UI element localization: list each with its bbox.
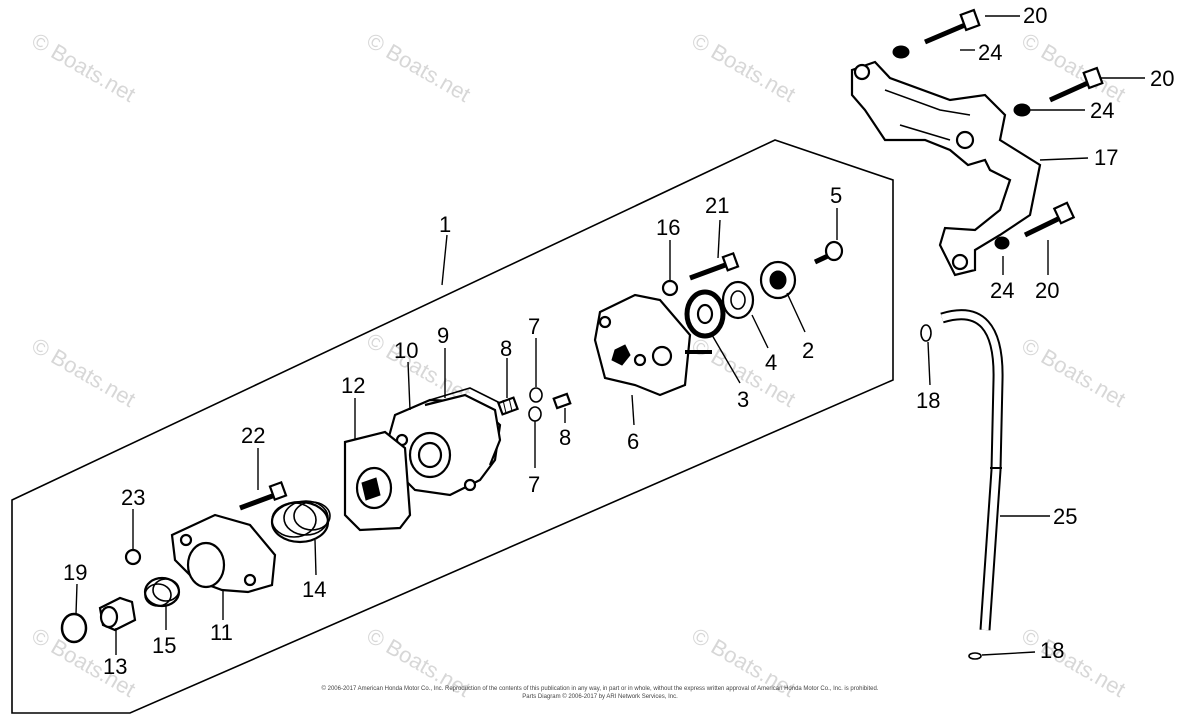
callout-24-lower: 24 bbox=[990, 278, 1014, 303]
callout-5: 5 bbox=[830, 183, 842, 208]
callout-6: 6 bbox=[627, 429, 639, 454]
screw-5 bbox=[813, 240, 844, 265]
nut-23 bbox=[124, 548, 142, 566]
callout-11: 11 bbox=[210, 620, 233, 645]
bolt-22 bbox=[239, 480, 288, 511]
callout-20-middle: 20 bbox=[1150, 66, 1174, 91]
watermark: © Boats.net bbox=[688, 28, 800, 107]
watermark: © Boats.net bbox=[28, 28, 140, 107]
callout-18-upper: 18 bbox=[916, 388, 940, 413]
diaphragm-12 bbox=[343, 430, 412, 532]
assembly-boundary bbox=[11, 139, 894, 714]
callout-8-upper: 8 bbox=[500, 336, 512, 361]
clip-18-upper bbox=[920, 324, 932, 342]
callout-1: 1 bbox=[439, 212, 451, 237]
callout-20-top: 20 bbox=[1023, 3, 1047, 28]
nut-16 bbox=[661, 279, 679, 297]
washer-24-middle bbox=[1013, 103, 1031, 117]
callout-16: 16 bbox=[656, 215, 680, 240]
callout-25: 25 bbox=[1053, 504, 1077, 529]
cap-13 bbox=[98, 596, 137, 632]
ring-4 bbox=[721, 280, 755, 320]
callout-9: 9 bbox=[437, 323, 449, 348]
callout-15: 15 bbox=[152, 633, 176, 658]
spring-8-left bbox=[497, 396, 519, 416]
leader-lines bbox=[75, 15, 1145, 656]
watermark: © Boats.net bbox=[363, 328, 475, 407]
copyright-footer: © 2006-2017 American Honda Motor Co., In… bbox=[322, 685, 879, 700]
pump-plate-6 bbox=[593, 293, 712, 397]
o-ring-19 bbox=[60, 612, 88, 644]
callout-2: 2 bbox=[802, 338, 814, 363]
callout-13: 13 bbox=[103, 654, 127, 679]
watermark: © Boats.net bbox=[363, 28, 475, 107]
callout-labels: 1 2 3 4 5 6 7 7 8 8 9 10 11 12 13 14 15 … bbox=[63, 3, 1174, 679]
callout-14: 14 bbox=[302, 577, 326, 602]
cap-2 bbox=[759, 260, 797, 300]
hose-inner bbox=[940, 311, 1002, 631]
bolt-20-lower bbox=[1023, 201, 1076, 238]
callout-7-lower: 7 bbox=[528, 472, 540, 497]
clip-18-lower bbox=[968, 652, 982, 660]
callout-3: 3 bbox=[737, 387, 749, 412]
watermark: © Boats.net bbox=[1018, 333, 1130, 412]
bolt-21 bbox=[689, 251, 740, 281]
washer-24-top bbox=[892, 45, 910, 59]
washer-24-lower bbox=[994, 236, 1010, 250]
callout-21: 21 bbox=[705, 193, 729, 218]
spring-14 bbox=[270, 500, 331, 544]
callout-19: 19 bbox=[63, 560, 87, 585]
spring-8-right bbox=[552, 392, 572, 410]
gasket-9 bbox=[424, 387, 502, 466]
bolt-20-middle bbox=[1048, 66, 1104, 103]
watermark: © Boats.net bbox=[1018, 28, 1130, 107]
o-ring-7-upper bbox=[529, 387, 543, 403]
callout-4: 4 bbox=[765, 350, 777, 375]
callout-12: 12 bbox=[341, 373, 365, 398]
spring-15 bbox=[143, 576, 181, 608]
watermark: © Boats.net bbox=[28, 333, 140, 412]
copyright-line-1: © 2006-2017 American Honda Motor Co., In… bbox=[322, 685, 879, 692]
callout-7-upper: 7 bbox=[528, 314, 540, 339]
callout-24-top: 24 bbox=[978, 40, 1002, 65]
seal-3 bbox=[684, 289, 726, 339]
copyright-line-2: Parts Diagram © 2006-2017 by ARI Network… bbox=[522, 693, 678, 700]
callout-17: 17 bbox=[1094, 145, 1118, 170]
callout-22: 22 bbox=[241, 423, 265, 448]
callout-24-middle: 24 bbox=[1090, 98, 1114, 123]
watermark: © Boats.net bbox=[1018, 623, 1130, 702]
o-ring-7-lower bbox=[528, 406, 542, 422]
callout-18-lower: 18 bbox=[1040, 638, 1064, 663]
callout-10: 10 bbox=[394, 338, 418, 363]
cover-11 bbox=[170, 513, 277, 594]
bolt-20-top bbox=[924, 8, 981, 45]
bracket-part bbox=[850, 60, 1042, 277]
callout-20-lower: 20 bbox=[1035, 278, 1059, 303]
callout-23: 23 bbox=[121, 485, 145, 510]
callout-8-lower: 8 bbox=[559, 425, 571, 450]
